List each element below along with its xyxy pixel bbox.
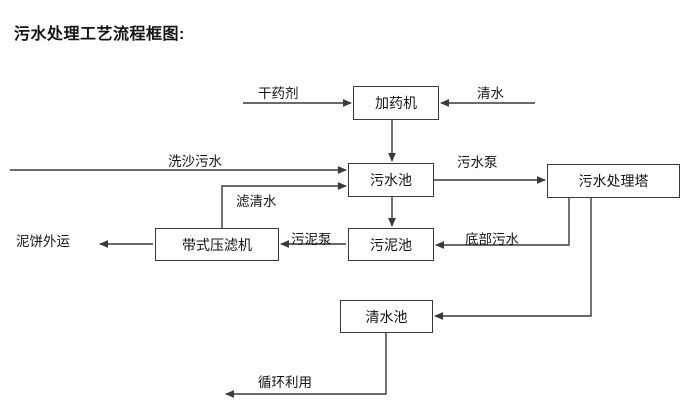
node-sewage-treatment-tower[interactable]: 污水处理塔 [547, 164, 680, 198]
edge-label-filtrate-water: 滤清水 [236, 194, 277, 209]
node-label: 污水处理塔 [578, 173, 649, 189]
node-sludge-pool[interactable]: 污泥池 [348, 228, 434, 261]
node-label: 污泥池 [370, 236, 412, 253]
edge-tower-bottomsewage-to-sludgepool [435, 198, 570, 249]
terminal-dry-chemical: 干药剂 [258, 86, 299, 101]
terminal-mudcake-transport: 泥饼外运 [16, 234, 70, 249]
edge-label-sewage-pump: 污水泵 [457, 155, 498, 170]
node-dosing-machine[interactable]: 加药机 [353, 86, 439, 120]
node-label: 清水池 [365, 308, 408, 325]
edge-clearpool-to-recycle [225, 333, 387, 398]
terminal-clean-water: 清水 [477, 86, 504, 101]
node-belt-filter-press[interactable]: 带式压滤机 [155, 228, 279, 261]
edge-label-wash-sand-sewage: 洗沙污水 [168, 154, 222, 169]
node-label: 带式压滤机 [182, 236, 252, 253]
node-label: 加药机 [375, 95, 417, 111]
edge-label-recycle-use: 循环利用 [258, 375, 312, 390]
node-label: 污水池 [370, 172, 412, 188]
edge-label-bottom-sewage: 底部污水 [465, 232, 519, 247]
node-clear-water-pool[interactable]: 清水池 [340, 300, 433, 333]
edge-label-sludge-pump: 污泥泵 [291, 232, 332, 247]
edge-filtrate-to-sewagepool [221, 182, 347, 228]
edge-tower-to-clearpool [434, 198, 592, 320]
node-sewage-pool[interactable]: 污水池 [348, 163, 434, 197]
page-title: 污水处理工艺流程框图: [14, 26, 185, 43]
